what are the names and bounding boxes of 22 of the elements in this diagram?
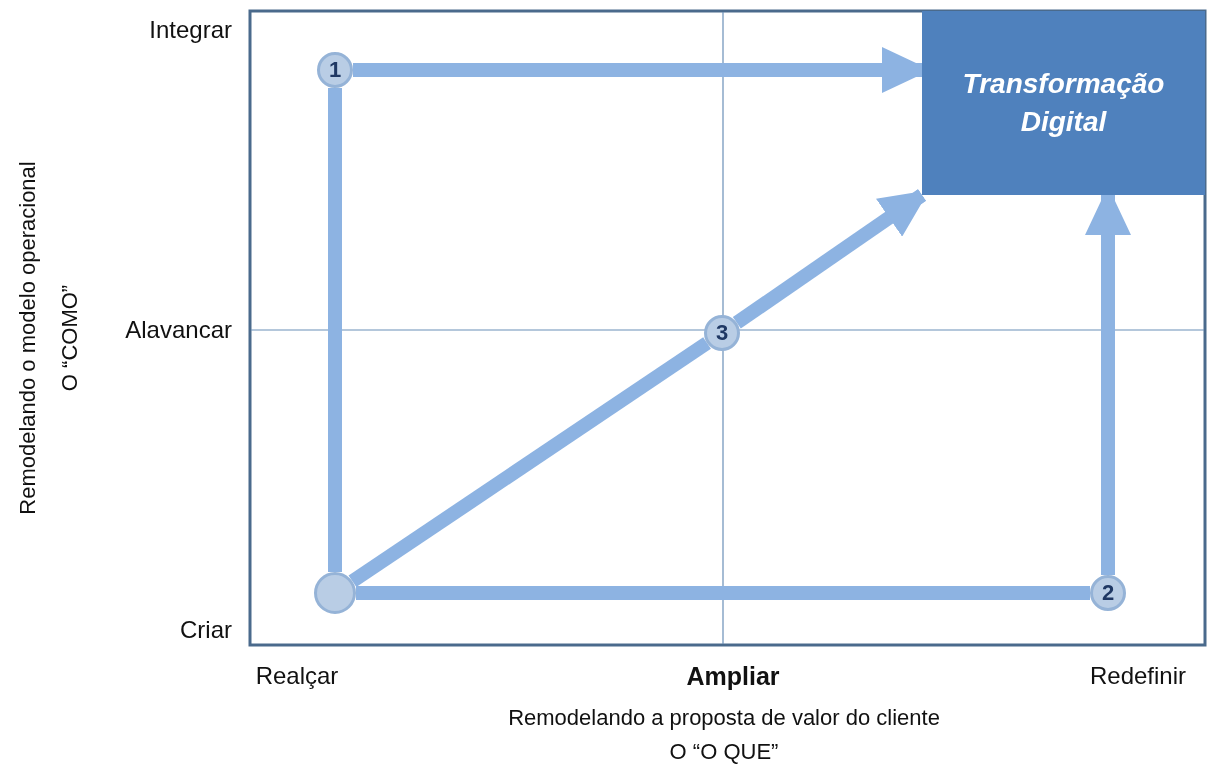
step-circle — [1090, 575, 1126, 611]
step-circle — [317, 52, 353, 88]
step-number: 3 — [715, 320, 729, 346]
step-circle — [704, 315, 740, 351]
connector-line — [328, 88, 342, 572]
axis-tick-label: Ampliar — [686, 661, 780, 691]
axis-tick-label: Realçar — [255, 662, 339, 690]
axis-tick-label: Criar — [180, 616, 232, 644]
goal-title: Transformação Digital — [961, 67, 1166, 139]
connector-line — [356, 586, 1090, 600]
axis-title: Remodelando o modelo operacional — [15, 161, 41, 515]
axis-tick-label: Alavancar — [125, 316, 232, 344]
goal-box — [922, 11, 1205, 195]
axis-title: O “O QUE” — [669, 739, 779, 765]
connector-line — [348, 337, 711, 588]
axis-tick-label: Integrar — [149, 16, 232, 44]
step-circle — [314, 572, 356, 614]
step-number: 2 — [1101, 580, 1115, 606]
step-number: 1 — [328, 57, 342, 83]
axis-tick-label: Redefinir — [1090, 662, 1186, 690]
axis-title: Remodelando a proposta de valor do cliente — [508, 705, 940, 731]
axis-title: O “COMO” — [57, 284, 83, 392]
